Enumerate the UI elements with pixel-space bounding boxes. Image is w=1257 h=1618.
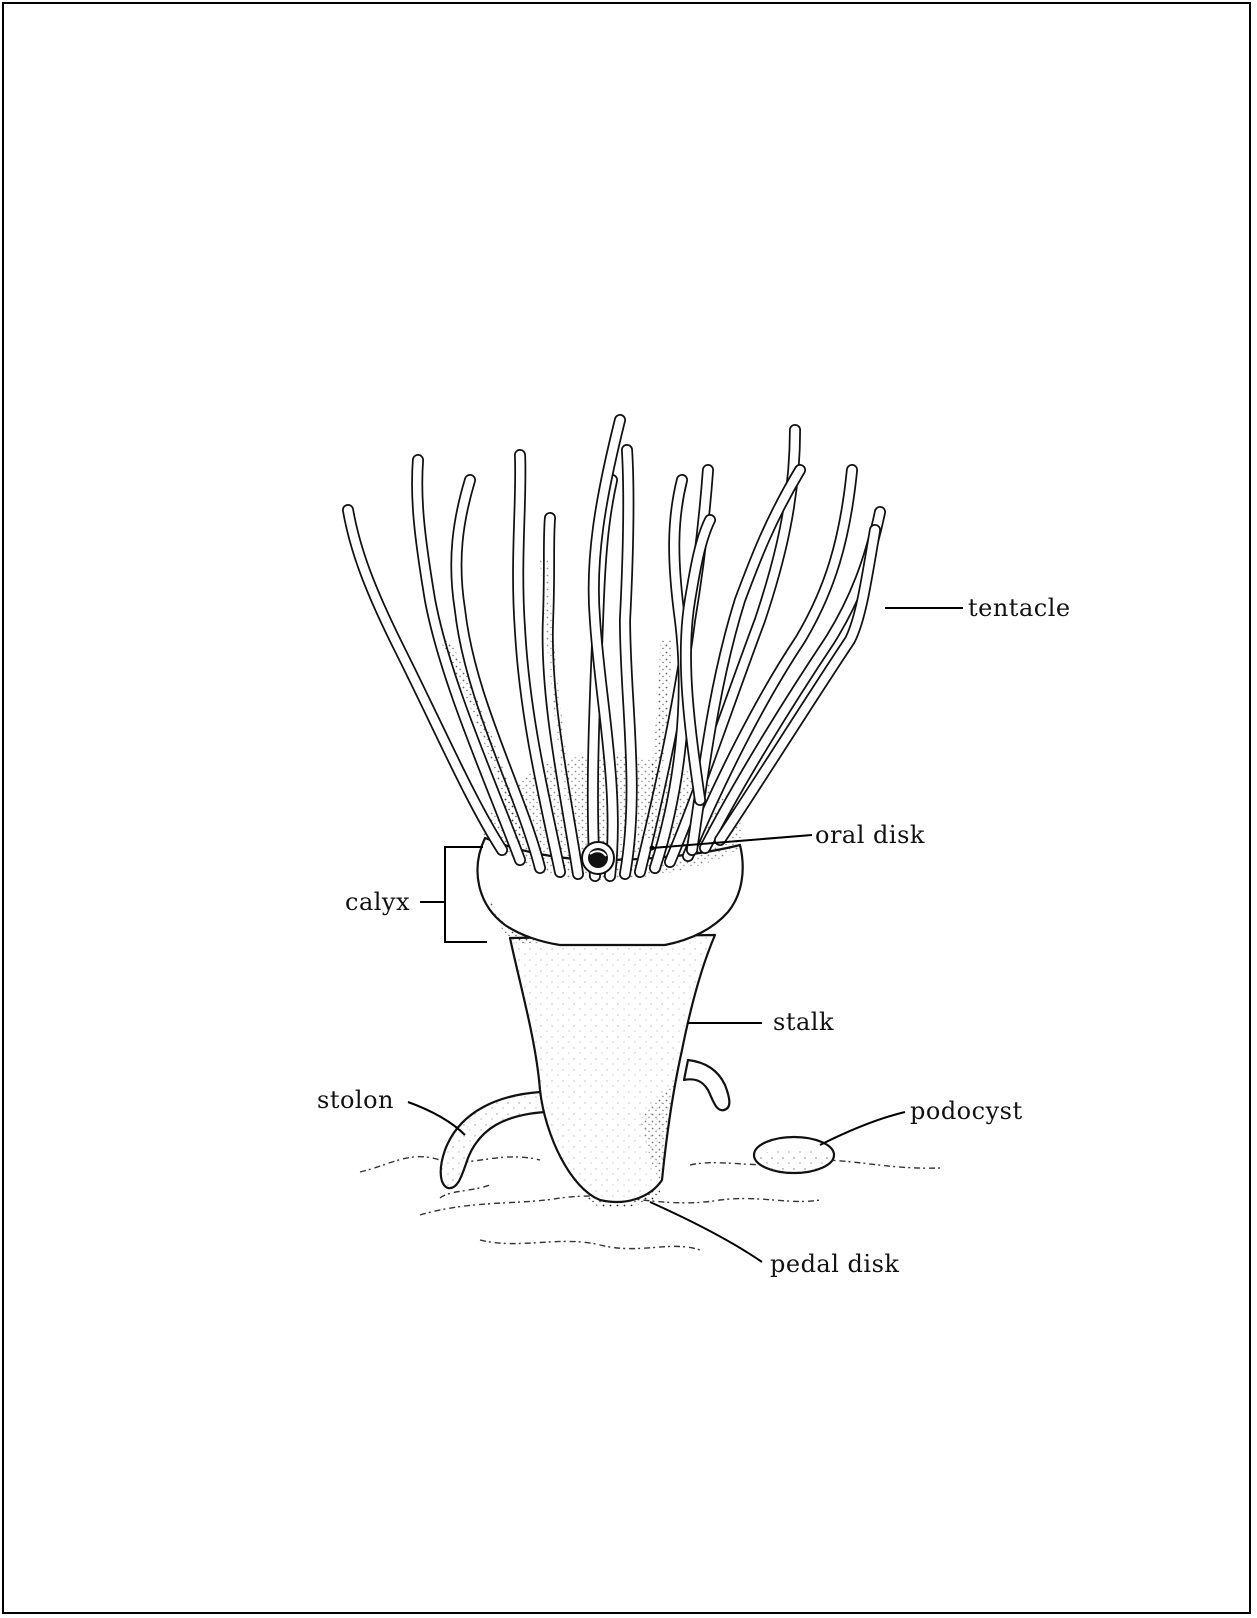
- stalk: [510, 935, 715, 1208]
- pedal-disk-leader: [650, 1202, 762, 1262]
- tentacles: [348, 420, 880, 876]
- calyx-label: calyx: [345, 888, 410, 916]
- oral-disk-label: oral disk: [815, 821, 925, 849]
- podocyst-leader: [820, 1112, 905, 1145]
- stolon-label: stolon: [317, 1086, 394, 1114]
- stalk-bud: [684, 1060, 729, 1110]
- podocyst-label: podocyst: [910, 1097, 1023, 1125]
- stalk-label: stalk: [773, 1008, 834, 1036]
- mouth: [582, 842, 614, 874]
- pedal-disk-label: pedal disk: [770, 1250, 899, 1278]
- tentacle-label: tentacle: [968, 594, 1071, 622]
- podocyst: [754, 1137, 834, 1173]
- stolon: [441, 1092, 545, 1188]
